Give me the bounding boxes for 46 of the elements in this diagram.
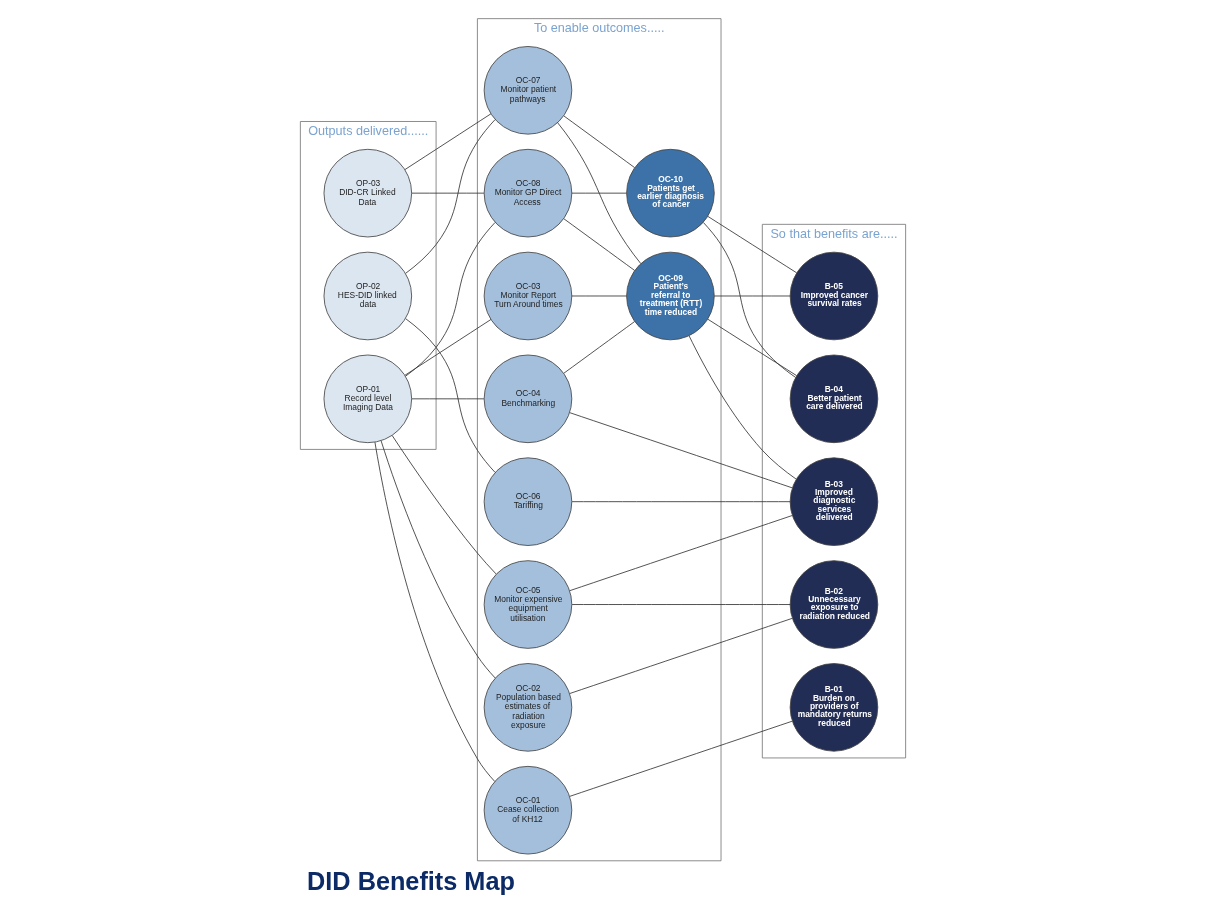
connector: [702, 222, 796, 378]
node-circle: B-03 Improved diagnostic services delivered: [789, 457, 879, 546]
node-circle: OP-01 Record level Imaging Data: [323, 354, 413, 444]
connector: [563, 218, 636, 271]
node-circle: OC-05 Monitor expensive equipment utilisation: [483, 560, 573, 649]
connector: [569, 515, 793, 592]
connector: [563, 115, 636, 169]
connector: [411, 398, 485, 400]
connector: [405, 318, 496, 473]
node-circle: B-04 Better patient care delivered: [789, 354, 879, 444]
connector: [557, 122, 642, 264]
connector: [411, 192, 485, 194]
node-circle: B-01 Burden on providers of mandatory returns reduced: [789, 663, 879, 752]
connector: [571, 192, 627, 194]
connector: [404, 319, 492, 376]
node-circle: OC-10 Patients get earlier diagnosis of cancer: [626, 148, 715, 238]
node-circle: OC-04 Benchmarking: [483, 354, 573, 444]
connector: [380, 440, 496, 679]
node-circle: B-05 Improved cancer survival rates: [789, 251, 879, 341]
connector: [688, 335, 797, 480]
connector: [571, 501, 791, 503]
connector: [391, 435, 497, 575]
node-circle: B-02 Unnecessary exposure to radiation reduced: [789, 560, 879, 649]
node-circle: OC-08 Monitor GP Direct Access: [483, 148, 573, 238]
node-circle: OP-02 HES-DID linked data: [323, 251, 413, 341]
connector: [569, 412, 793, 489]
connector: [569, 617, 793, 694]
node-circle: OC-03 Monitor Report Turn Around times: [483, 251, 573, 341]
connector: [714, 295, 791, 297]
connector: [404, 113, 492, 170]
connector: [707, 318, 797, 376]
node-circle: OC-09 Patient’s referral to treatment (RTT) time reduced: [626, 251, 715, 341]
connector: [571, 604, 791, 605]
node-circle: OP-03 DID-CR Linked Data: [323, 148, 413, 238]
connector: [405, 119, 496, 274]
node-circle: OC-06 Tariffing: [483, 457, 573, 546]
node-circle: OC-02 Population based estimates of radiation exposure: [483, 663, 573, 752]
connector: [405, 222, 496, 377]
connector: [571, 295, 627, 297]
connector: [374, 441, 496, 782]
connector: [563, 321, 636, 374]
node-circle: OC-07 Monitor patient pathways: [483, 46, 573, 135]
node-circle: OC-01 Cease collection of KH12: [483, 765, 573, 855]
connector: [707, 216, 797, 274]
connector: [569, 720, 793, 797]
diagram-title: DID Benefits Map: [307, 867, 515, 896]
